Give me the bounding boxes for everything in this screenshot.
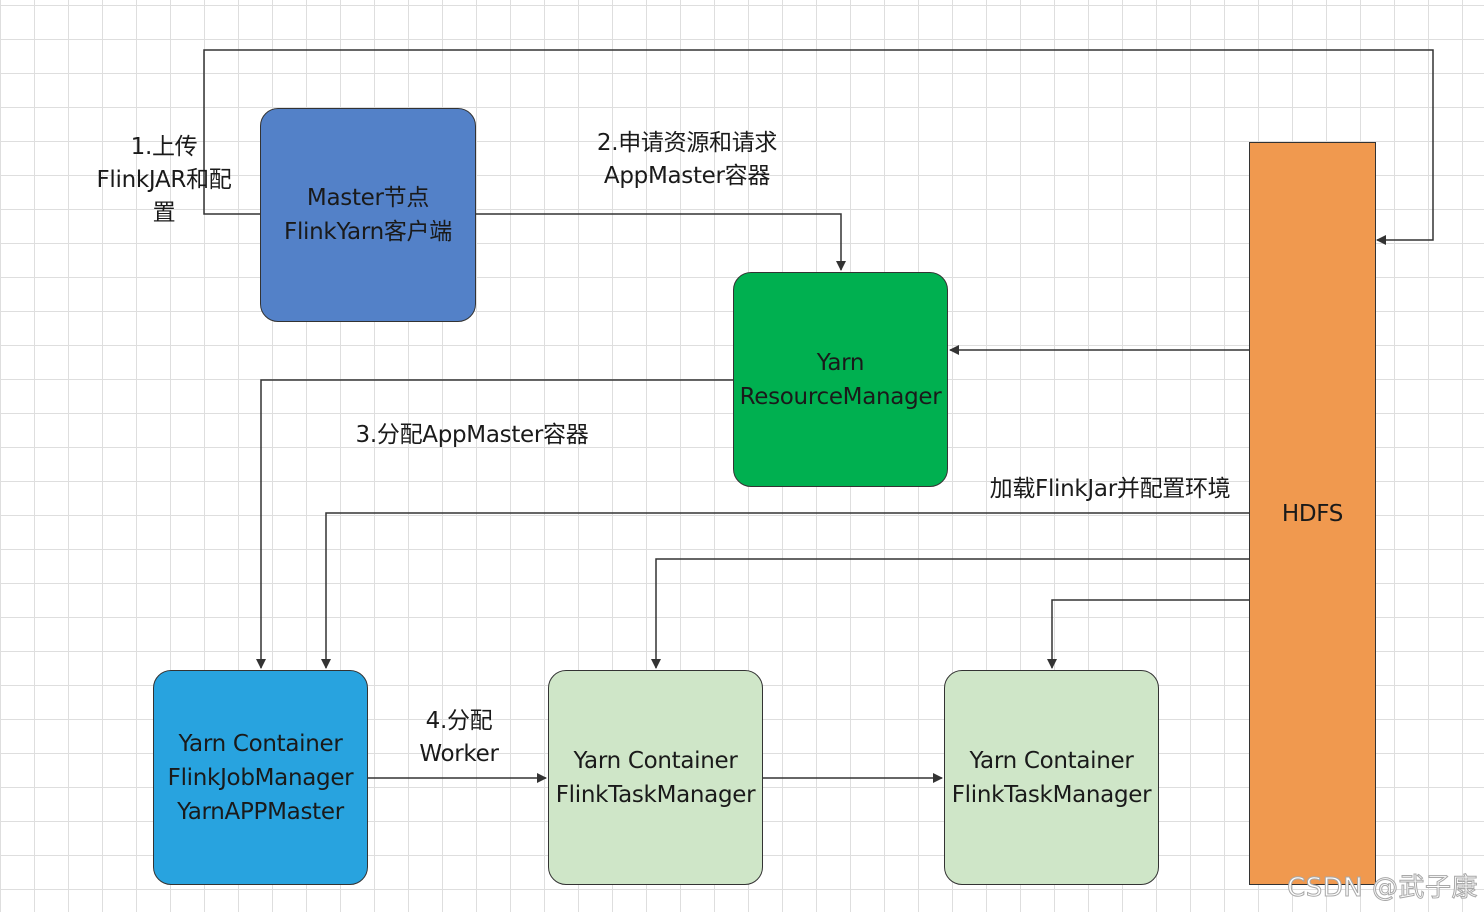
- edge-allocate-appmaster: [256, 379, 733, 669]
- master-client-node[interactable]: Master节点 FlinkYarn客户端: [260, 108, 476, 322]
- hdfs-label: HDFS: [1281, 500, 1344, 527]
- task-manager-2-line1: Yarn Container: [969, 747, 1134, 774]
- task-manager-node-2[interactable]: Yarn Container FlinkTaskManager: [944, 670, 1159, 885]
- task-manager-2-line2: FlinkTaskManager: [951, 781, 1152, 808]
- master-client-line1: Master节点: [306, 185, 430, 211]
- edge-request-resources: [476, 213, 846, 271]
- job-manager-node[interactable]: Yarn Container FlinkJobManager YarnAPPMa…: [153, 670, 368, 885]
- upload-label-line2: FlinkJAR和配: [96, 167, 232, 193]
- job-manager-line3: YarnAPPMaster: [177, 798, 344, 825]
- job-manager-line2: FlinkJobManager: [167, 764, 354, 791]
- job-manager-line1: Yarn Container: [178, 730, 343, 757]
- resource-manager-node[interactable]: Yarn ResourceManager: [733, 272, 948, 487]
- request-label-line1: 2.申请资源和请求: [596, 130, 778, 156]
- task-manager-1-line1: Yarn Container: [573, 747, 738, 774]
- watermark: CSDN @武子康: [1287, 873, 1478, 904]
- upload-label-line1: 1.上传: [130, 134, 198, 160]
- allocate-worker-label-line2: Worker: [419, 741, 499, 767]
- resource-manager-line1: Yarn: [816, 349, 865, 376]
- request-label-line2: AppMaster容器: [603, 163, 771, 189]
- task-manager-node-1[interactable]: Yarn Container FlinkTaskManager: [548, 670, 763, 885]
- allocate-worker-label-line1: 4.分配: [425, 708, 493, 734]
- allocate-appmaster-label: 3.分配AppMaster容器: [352, 419, 592, 452]
- allocate-worker-label: 4.分配 Worker: [408, 705, 510, 771]
- upload-label: 1.上传 FlinkJAR和配 置: [92, 131, 236, 230]
- upload-label-line3: 置: [152, 200, 176, 226]
- load-jar-label: 加载FlinkJar并配置环境: [982, 473, 1238, 506]
- edge-upload-jar: [203, 49, 1434, 245]
- edge-hdfs-to-taskmanager-1: [651, 558, 1249, 669]
- resource-manager-line2: ResourceManager: [739, 383, 942, 410]
- load-jar-label-line1: 加载FlinkJar并配置环境: [989, 476, 1231, 502]
- task-manager-1-line2: FlinkTaskManager: [555, 781, 756, 808]
- allocate-appmaster-label-line1: 3.分配AppMaster容器: [355, 422, 589, 448]
- edge-load-jar-jobmanager: [321, 512, 1249, 669]
- master-client-line2: FlinkYarn客户端: [284, 219, 452, 245]
- request-label: 2.申请资源和请求 AppMaster容器: [580, 127, 794, 193]
- edge-hdfs-to-taskmanager-2: [1047, 599, 1249, 669]
- hdfs-node[interactable]: HDFS: [1249, 142, 1376, 885]
